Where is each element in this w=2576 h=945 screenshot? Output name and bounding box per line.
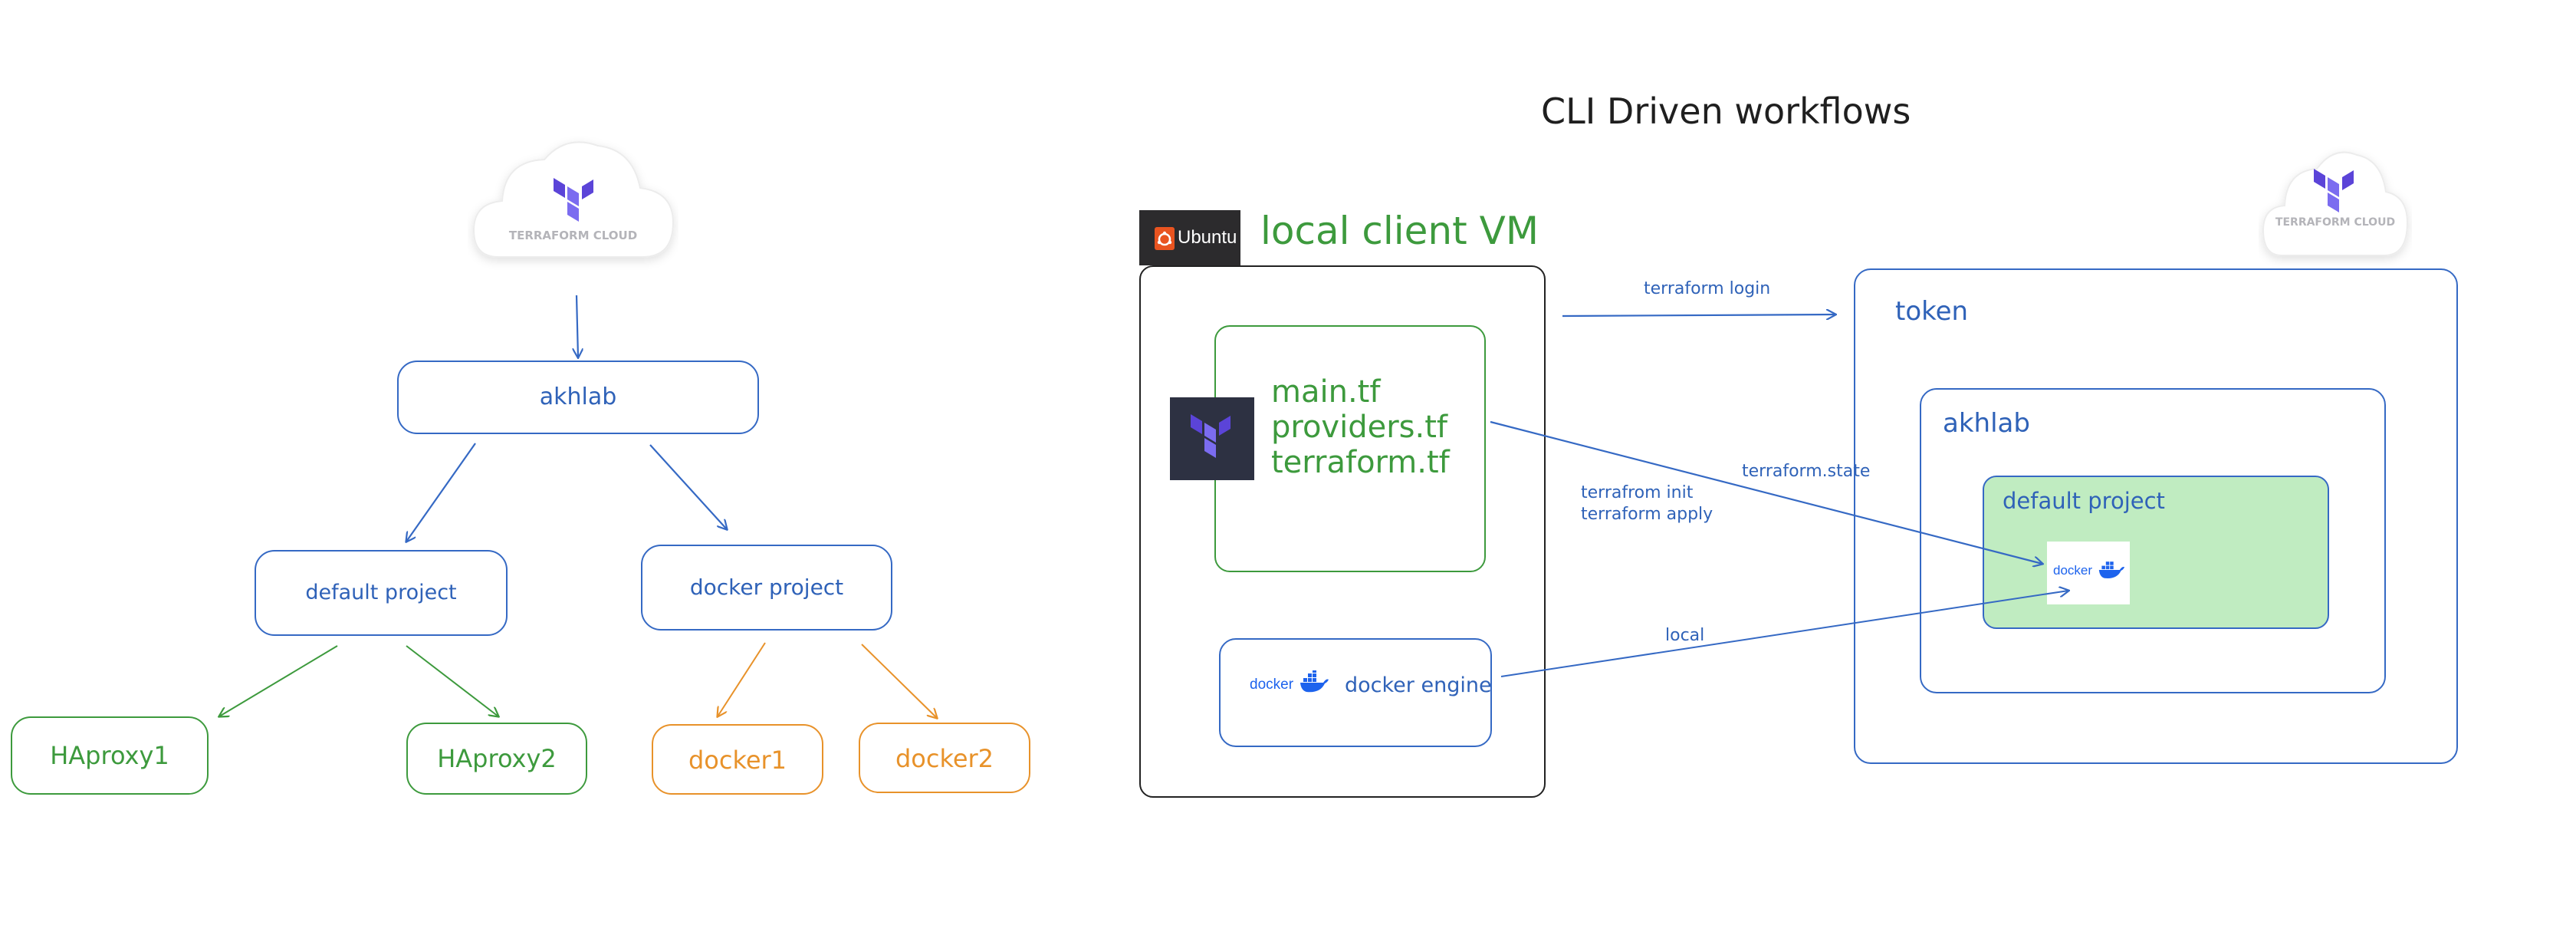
arrow-terraform-state: [1490, 420, 2042, 564]
terraform-cloud-icon-left: TERRAFORM CLOUD: [468, 130, 678, 276]
tf-file-terraform: terraform.tf: [1271, 445, 1450, 480]
tf-file-providers: providers.tf: [1271, 410, 1447, 445]
terraform-logo-icon: [1170, 397, 1254, 480]
arrow-terraform-login: [1562, 314, 1835, 316]
arrow-org-to-default: [406, 443, 476, 542]
org-container-akhlab[interactable]: akhlab: [1920, 388, 2386, 693]
terraform-cloud-icon-right: TERRAFORM CLOUD: [2259, 129, 2412, 267]
arrow-label-local: local: [1665, 626, 1705, 645]
arrow-local: [1500, 591, 2068, 677]
workspace-node-haproxy1[interactable]: HAproxy1: [11, 716, 209, 795]
workspace-node-docker1[interactable]: docker1: [652, 724, 823, 795]
arrow-label-state: terraform.state: [1742, 462, 1871, 481]
arrow-docker-to-docker2: [861, 644, 937, 718]
vm-title: local client VM: [1260, 209, 1539, 253]
cloud-label: TERRAFORM CLOUD: [508, 229, 638, 242]
terraform-logo-icon: [554, 178, 593, 222]
workspace-node-haproxy2[interactable]: HAproxy2: [406, 723, 587, 795]
project-node-default[interactable]: default project: [255, 550, 508, 636]
token-label: token: [1895, 296, 1969, 327]
terraform-logo-icon: [2314, 169, 2354, 212]
arrow-cloud-to-org: [577, 295, 578, 357]
cloud-icon: [472, 141, 675, 258]
vm-container[interactable]: [1139, 265, 1546, 798]
cloud-label: TERRAFORM CLOUD: [2275, 216, 2396, 229]
org-label: akhlab: [1943, 408, 2030, 439]
docker-whale-icon: [1300, 670, 1329, 693]
tf-file-main: main.tf: [1271, 374, 1381, 410]
workspace-node-docker2[interactable]: docker2: [859, 723, 1030, 793]
docker-engine-box[interactable]: docker docker engine: [1219, 638, 1492, 747]
org-label: akhlab: [539, 384, 617, 410]
ubuntu-label: Ubuntu: [1178, 227, 1237, 248]
diagram-title: CLI Driven workflows: [1541, 91, 1911, 132]
workspace-label: docker1: [688, 746, 787, 775]
docker-whale-icon: [2098, 561, 2125, 579]
docker-engine-label: docker engine: [1345, 673, 1492, 697]
project-container-default[interactable]: default project: [1983, 476, 2329, 629]
project-label: default project: [305, 581, 457, 604]
arrow-label-login: terraform login: [1644, 279, 1771, 298]
docker-logo-text: docker: [2053, 563, 2093, 578]
project-label: default project: [2003, 488, 2165, 514]
arrow-label-apply: terraform apply: [1581, 505, 1714, 524]
ubuntu-badge: Ubuntu: [1139, 210, 1240, 265]
workspace-label: HAproxy2: [437, 744, 557, 773]
arrow-default-to-haproxy1: [219, 645, 338, 716]
docker-logo-text: docker: [1250, 677, 1294, 693]
arrow-label-init: terrafrom init: [1581, 483, 1694, 502]
project-label: docker project: [689, 575, 844, 600]
workspace-label: HAproxy1: [50, 741, 169, 770]
workspace-label: docker2: [895, 744, 994, 773]
ubuntu-logo-icon: [1155, 227, 1175, 250]
tf-files-box[interactable]: main.tf providers.tf terraform.tf: [1214, 325, 1486, 572]
arrow-default-to-haproxy2: [406, 645, 498, 716]
cloud-icon: [2262, 151, 2409, 256]
org-node-akhlab[interactable]: akhlab: [397, 361, 759, 434]
arrow-org-to-docker: [649, 444, 727, 529]
project-node-docker[interactable]: docker project: [641, 545, 892, 631]
arrow-docker-to-docker1: [718, 642, 766, 716]
